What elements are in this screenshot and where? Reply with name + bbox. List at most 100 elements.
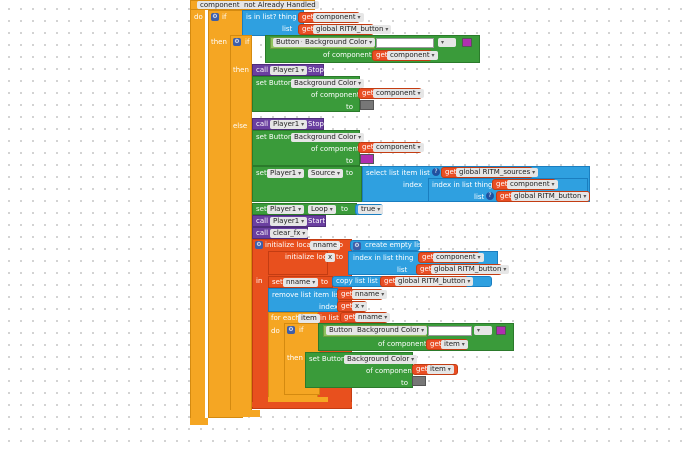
gear-icon[interactable]: ⚙ [353, 242, 361, 250]
for-each-label: for each [271, 314, 300, 322]
get-item-block[interactable]: get item [412, 364, 458, 375]
get-global-ritm-button-block[interactable]: get global RITM_button [496, 191, 590, 202]
help-icon[interactable]: ? [432, 168, 440, 176]
player1-dropdown[interactable]: Player1 [267, 205, 305, 214]
kw-to: to [336, 241, 344, 249]
nname-dropdown[interactable]: nname [355, 313, 391, 322]
get-component-block[interactable]: get component [492, 179, 558, 190]
compare-operator-field[interactable] [376, 38, 434, 48]
kw-then-inner: then [233, 66, 249, 74]
kw-in: in [256, 277, 263, 285]
gear-icon[interactable]: ⚙ [233, 38, 241, 46]
inner-if-block[interactable] [230, 35, 252, 417]
gear-icon[interactable]: ⚙ [287, 326, 295, 334]
nname-variable-field[interactable]: nname [310, 241, 341, 250]
kw-if-inner: if [245, 38, 250, 46]
get-component-block[interactable]: get component [418, 252, 484, 263]
player1-dropdown[interactable]: Player1 [270, 120, 308, 129]
kw-if-foreach: if [299, 326, 304, 334]
x-dropdown[interactable]: x [352, 302, 368, 311]
loop-dropdown[interactable]: Loop [308, 205, 336, 214]
remove-list-item-block[interactable]: remove list item list index [268, 288, 342, 312]
source-dropdown[interactable]: Source [308, 169, 343, 178]
bg-color-dropdown[interactable]: Background Color [291, 79, 365, 88]
gray-color-swatch[interactable] [360, 100, 374, 110]
set-player1-source-block[interactable]: set Player1 Source to [252, 166, 362, 202]
set-button-bg-color-block-else[interactable]: set Button. Background Color of componen… [252, 130, 365, 166]
init-local-bottom [252, 402, 352, 407]
call-clear-fx-block[interactable]: call clear_fx [252, 227, 309, 239]
get-global-ritm-button-block[interactable]: get global RITM_button [380, 276, 474, 287]
nname-dropdown[interactable]: nname [352, 290, 388, 299]
set-nname-block[interactable]: set nname to [268, 276, 333, 288]
bg-color-dropdown[interactable]: Background Color [354, 326, 428, 335]
button-dropdown[interactable]: Button [273, 38, 308, 47]
item-dropdown[interactable]: item [427, 365, 454, 374]
get-component-block[interactable]: get component [372, 50, 438, 61]
nname-dropdown[interactable]: nname [283, 278, 319, 287]
true-logic-block[interactable]: true [355, 204, 384, 215]
bg-color-dropdown[interactable]: Background Color [291, 133, 365, 142]
component-dropdown[interactable]: component [387, 51, 438, 60]
true-dropdown[interactable]: true [358, 205, 384, 214]
of-component-label: of component [378, 340, 427, 348]
get-global-ritm-button-block[interactable]: get global RITM_button [298, 24, 392, 35]
gear-icon[interactable]: ⚙ [211, 13, 219, 21]
call-player1-start-block[interactable]: call Player1 Start [252, 215, 326, 227]
compare-operator-field[interactable] [428, 326, 472, 336]
kw-then-foreach: then [287, 354, 303, 362]
component-dropdown[interactable]: component [507, 180, 558, 189]
global-ritm-button-dropdown[interactable]: global RITM_button [395, 277, 474, 286]
get-nname-block[interactable]: get nname [337, 289, 388, 300]
kw-do: do [194, 13, 203, 21]
call-player1-stop-block-else[interactable]: call Player1 Stop [252, 118, 324, 130]
bg-color-dropdown[interactable]: Background Color [344, 355, 418, 364]
item-variable-field[interactable]: item [298, 314, 320, 323]
get-component-block[interactable]: get component [358, 88, 424, 99]
global-ritm-button-dropdown[interactable]: global RITM_button [313, 25, 392, 34]
get-component-block[interactable]: get component [298, 12, 364, 23]
equals-dropdown[interactable] [438, 38, 456, 47]
player1-dropdown[interactable]: Player1 [267, 169, 305, 178]
player1-dropdown[interactable]: Player1 [270, 217, 308, 226]
kw-else: else [233, 122, 248, 130]
player1-dropdown[interactable]: Player1 [270, 66, 308, 75]
event-block-body-rail [190, 10, 205, 425]
equals-dropdown[interactable] [474, 326, 492, 335]
bg-color-dropdown[interactable]: Background Color [302, 38, 376, 47]
component-dropdown[interactable]: component [373, 89, 424, 98]
help-icon[interactable]: ? [486, 192, 494, 200]
purple-color-swatch[interactable] [360, 154, 374, 164]
item-dropdown[interactable]: item [441, 340, 468, 349]
set-button-bg-color-block[interactable]: set Button. Background Color of componen… [252, 76, 365, 112]
call-player1-stop-block[interactable]: call Player1 Stop [252, 64, 324, 76]
not-handled-param-chip[interactable]: not Already Handled [241, 1, 319, 9]
set-button-bg-color-block-foreach[interactable]: set Button. Background Color of componen… [305, 352, 418, 388]
purple-color-swatch[interactable] [462, 38, 472, 47]
global-ritm-button-dropdown[interactable]: global RITM_button [431, 265, 510, 274]
event-block-component-click[interactable]: component not Already Handled [190, 0, 319, 10]
clear-fx-dropdown[interactable]: clear_fx [270, 229, 309, 238]
get-nname-block[interactable]: get nname [340, 312, 391, 323]
for-each-bottom [268, 397, 328, 403]
get-global-ritm-sources-block[interactable]: get global RITM_sources [441, 167, 539, 178]
x-variable-field[interactable]: x [325, 253, 336, 262]
gray-color-swatch[interactable] [412, 376, 426, 386]
global-ritm-sources-dropdown[interactable]: global RITM_sources [456, 168, 539, 177]
button-dropdown[interactable]: Button [326, 326, 361, 335]
get-item-block[interactable]: get item [426, 339, 468, 350]
get-global-ritm-button-block[interactable]: get global RITM_button [416, 264, 510, 275]
get-component-block[interactable]: get component [358, 142, 424, 153]
component-param-chip[interactable]: component [197, 1, 243, 9]
purple-color-swatch[interactable] [496, 326, 506, 335]
is-in-list-block[interactable] [242, 10, 304, 36]
create-empty-list-block[interactable]: ⚙ create empty list [350, 240, 424, 251]
global-ritm-button-dropdown[interactable]: global RITM_button [511, 192, 590, 201]
component-dropdown[interactable]: component [433, 253, 484, 262]
get-x-block[interactable]: get x [337, 301, 368, 312]
gear-icon[interactable]: ⚙ [255, 241, 263, 249]
component-dropdown[interactable]: component [313, 13, 364, 22]
set-player1-loop-block[interactable]: set Player1 Loop to [252, 203, 357, 215]
component-dropdown[interactable]: component [373, 143, 424, 152]
initialize-local-x-block[interactable] [268, 251, 328, 275]
